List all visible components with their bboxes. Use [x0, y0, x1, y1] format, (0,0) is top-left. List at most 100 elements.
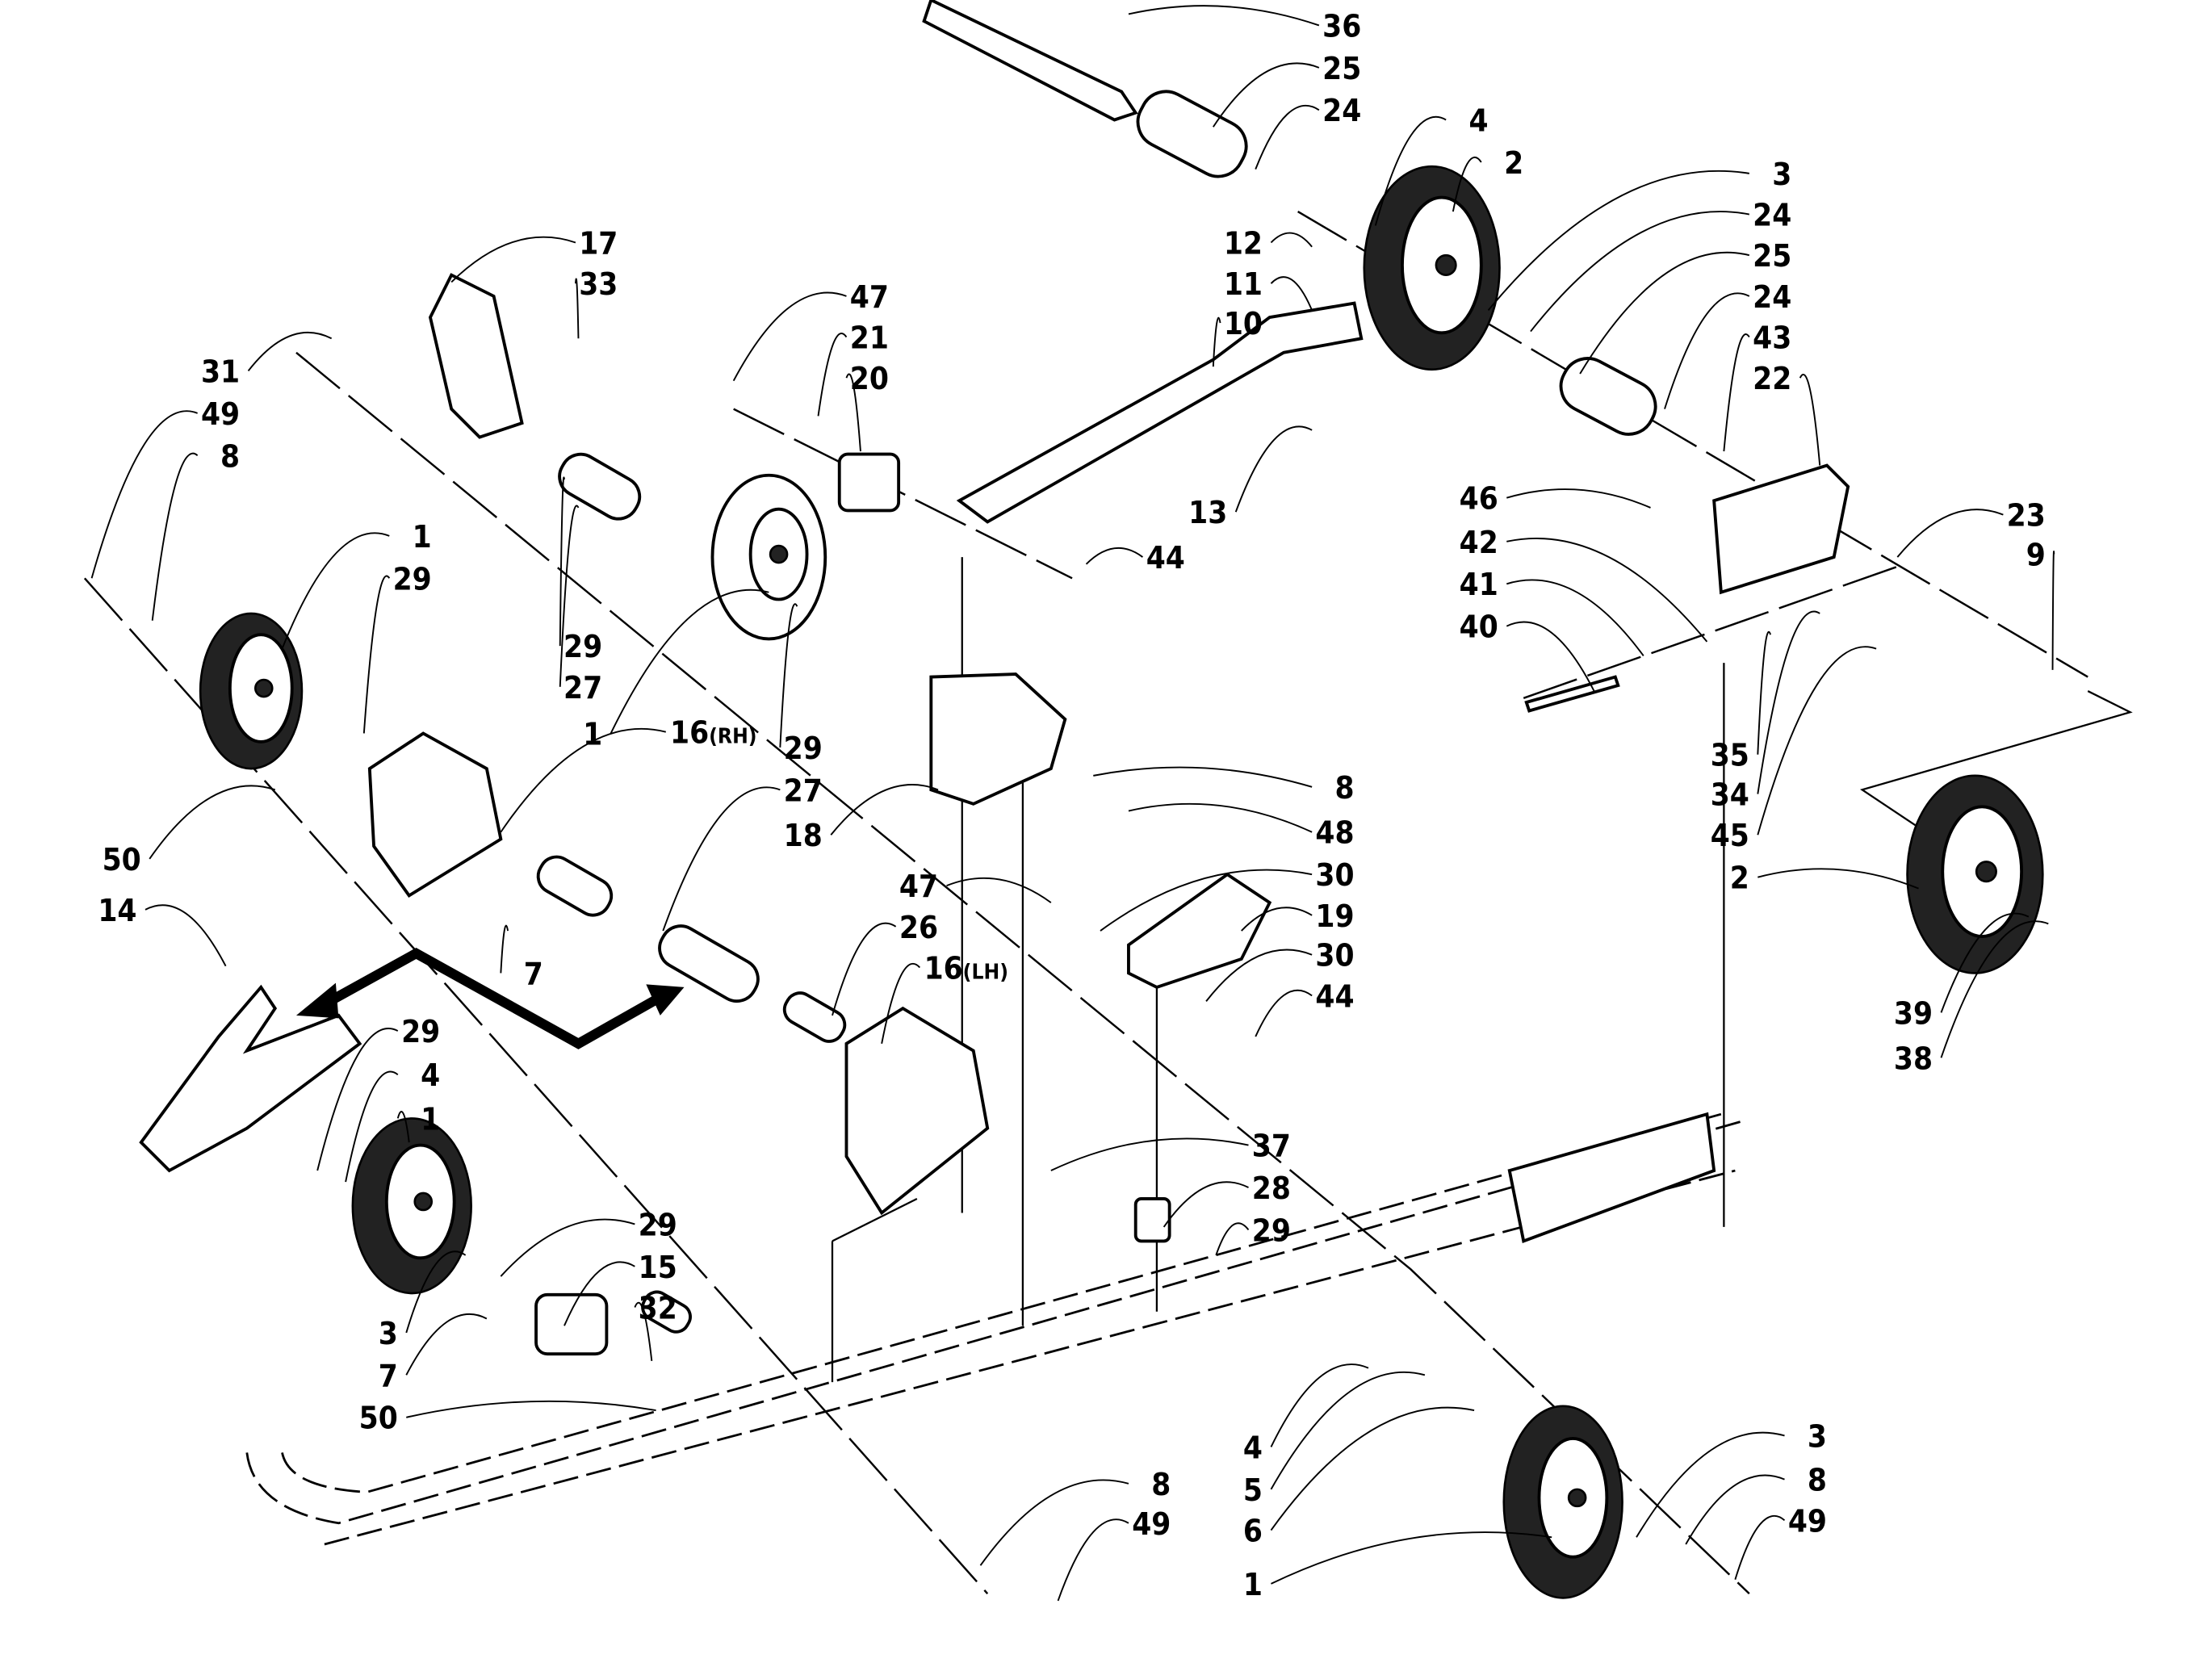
callout-number: 42 — [1460, 525, 1498, 561]
callout-44: 44 — [1255, 978, 1355, 1037]
leader-line — [406, 1400, 656, 1418]
leader-line — [1664, 292, 1750, 409]
callout-30: 30 — [1100, 857, 1355, 932]
slide-rail — [281, 1112, 1722, 1493]
callout-21: 21 — [817, 320, 889, 417]
leader-line — [817, 333, 848, 417]
callout-50: 50 — [103, 785, 276, 878]
wheel — [1502, 1405, 1623, 1599]
callout-number: 16(LH) — [924, 950, 1008, 986]
callout-6: 6 — [1243, 1406, 1475, 1550]
callout-number: 1 — [421, 1101, 440, 1137]
callout-25: 25 — [1213, 51, 1361, 128]
leader-line — [500, 1218, 635, 1277]
callout-number: 32 — [639, 1290, 677, 1326]
callout-7: 7 — [379, 1313, 488, 1394]
leader-line — [1205, 949, 1313, 1002]
parts-drawing — [83, 0, 2133, 1599]
callout-47: 47 — [899, 869, 1052, 905]
block-15 — [534, 1292, 609, 1356]
callout-number: 7 — [524, 956, 543, 992]
leader-line — [90, 410, 198, 579]
spacer — [536, 855, 614, 917]
callout-50: 50 — [359, 1401, 656, 1437]
leader-line — [145, 904, 227, 967]
leader-line — [1506, 488, 1651, 509]
callout-number: 7 — [379, 1358, 398, 1394]
callout-15: 15 — [563, 1250, 677, 1326]
callout-24: 24 — [1530, 198, 1791, 333]
callout-number: 4 — [1468, 103, 1488, 139]
leader-line — [1234, 425, 1313, 513]
leader-line — [1757, 646, 1877, 836]
callout-number: 2 — [1504, 145, 1523, 182]
callout-number: 44 — [1315, 978, 1354, 1015]
callout-3: 3 — [1487, 157, 1791, 311]
leader-line — [946, 877, 1052, 903]
leader-line — [1050, 1137, 1249, 1171]
callout-48: 48 — [1128, 802, 1355, 852]
callout-40: 40 — [1460, 609, 1595, 692]
callout-number: 13 — [1188, 495, 1227, 531]
leader-line — [362, 575, 391, 734]
callout-number: 15 — [639, 1250, 677, 1286]
leader-line — [1255, 989, 1313, 1037]
callout-number: 9 — [2026, 538, 2046, 574]
leader-line — [500, 924, 509, 974]
callout-27: 27 — [662, 773, 823, 932]
leader-line — [1506, 538, 1708, 643]
leader-line — [1530, 211, 1750, 333]
leader-line — [779, 603, 798, 748]
callout-19: 19 — [1241, 898, 1355, 935]
leader-line — [610, 588, 769, 734]
callout-1: 1 — [1243, 1531, 1552, 1603]
leader-line — [1723, 333, 1750, 452]
slide-rail — [324, 1169, 1736, 1546]
roller — [1136, 90, 1248, 178]
callout-4: 4 — [1243, 1363, 1369, 1466]
callout-number: 46 — [1460, 481, 1498, 517]
leader-line — [1057, 1518, 1129, 1602]
callout-number: 1 — [583, 716, 602, 752]
leader-line — [1270, 1363, 1369, 1447]
leader-line — [1270, 1406, 1475, 1531]
callout-33: 33 — [575, 266, 618, 339]
leader-line — [1212, 316, 1221, 367]
callout-number: 29 — [639, 1207, 677, 1243]
leader-line — [1085, 547, 1144, 565]
bolt-40 — [1524, 675, 1620, 713]
callout-29: 29 — [362, 561, 432, 734]
leader-line — [575, 278, 580, 339]
axis-line — [1859, 690, 2133, 848]
leader-line — [450, 236, 576, 283]
leader-line — [1093, 766, 1313, 788]
callout-number: 31 — [201, 354, 240, 390]
leader-line — [1940, 920, 2049, 1058]
callout-number: 39 — [1894, 995, 1933, 1032]
leader-line — [1757, 630, 1771, 755]
arm-14 — [139, 984, 362, 1173]
leader-line — [247, 332, 333, 372]
callout-number: 24 — [1322, 93, 1361, 129]
spacer — [641, 1290, 692, 1334]
callout-1: 1 — [281, 519, 432, 649]
leader-line — [2051, 551, 2055, 670]
callout-20: 20 — [845, 361, 889, 452]
slider-arm — [956, 301, 1364, 524]
leader-line — [1506, 579, 1644, 656]
callout-number: 38 — [1894, 1041, 1933, 1077]
leader-line — [1163, 1181, 1249, 1228]
callout-number: 1 — [413, 519, 432, 555]
callout-42: 42 — [1460, 525, 1708, 643]
leader-line — [732, 291, 847, 382]
axis-line — [295, 351, 1750, 1595]
bracket-18 — [929, 672, 1067, 806]
callout-25: 25 — [1579, 238, 1791, 375]
spacer — [558, 452, 642, 521]
callout-26: 26 — [832, 910, 938, 1016]
panel-outline — [831, 1197, 918, 1383]
callout-number: 36 — [1322, 8, 1361, 44]
bracket-rh — [367, 731, 503, 898]
block-20 — [837, 452, 901, 513]
